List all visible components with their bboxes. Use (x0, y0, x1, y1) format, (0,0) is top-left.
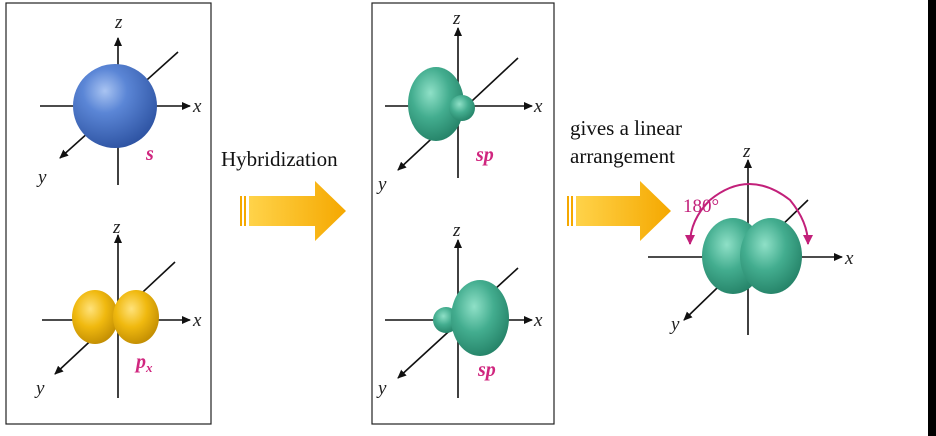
px-orbital-lobe-right (113, 290, 159, 344)
axis-label-z: z (114, 12, 123, 33)
sp-hybrid-lobe-right (740, 218, 802, 294)
sp-bottom-large-lobe (451, 280, 509, 356)
px-label-main: p (134, 351, 146, 373)
caption-line-1: gives a linear (570, 116, 682, 140)
px-label-sub: x (145, 360, 153, 375)
sp-top-label: sp (475, 144, 494, 166)
sp-top-large-lobe (408, 67, 464, 141)
sp-top-small-lobe (449, 95, 475, 121)
s-orbital-sphere (73, 64, 157, 148)
axis-label-z: z (742, 141, 751, 162)
px-orbital-lobe-left (72, 290, 118, 344)
axis-label-y: y (36, 167, 47, 188)
angle-arc (709, 183, 813, 245)
caption-line-2: arrangement (570, 144, 675, 168)
result-arrow (567, 181, 671, 241)
axis-label-y: y (376, 378, 387, 399)
window-edge-bar (928, 0, 936, 436)
sp-bottom-label: sp (477, 359, 496, 381)
px-orbital-label: px (134, 351, 153, 375)
axis-label-x: x (844, 248, 854, 269)
axis-label-x: x (533, 96, 543, 117)
left-panel-frame (5, 2, 212, 425)
axis-label-x: x (192, 96, 202, 117)
hybridization-label: Hybridization (221, 147, 338, 171)
axis-label-z: z (452, 220, 461, 241)
axis-label-x: x (192, 310, 202, 331)
hybridization-arrow (240, 181, 346, 241)
angle-label: 180° (683, 196, 719, 217)
angle-arc-left-end (685, 199, 711, 245)
axis-label-y: y (376, 174, 387, 195)
axis-label-z: z (452, 8, 461, 29)
axis-label-y: y (34, 378, 45, 399)
s-orbital-label: s (145, 143, 154, 165)
middle-panel-frame (371, 2, 555, 425)
axis-label-x: x (533, 310, 543, 331)
axis-label-z: z (112, 217, 121, 238)
axis-label-y: y (669, 314, 680, 335)
